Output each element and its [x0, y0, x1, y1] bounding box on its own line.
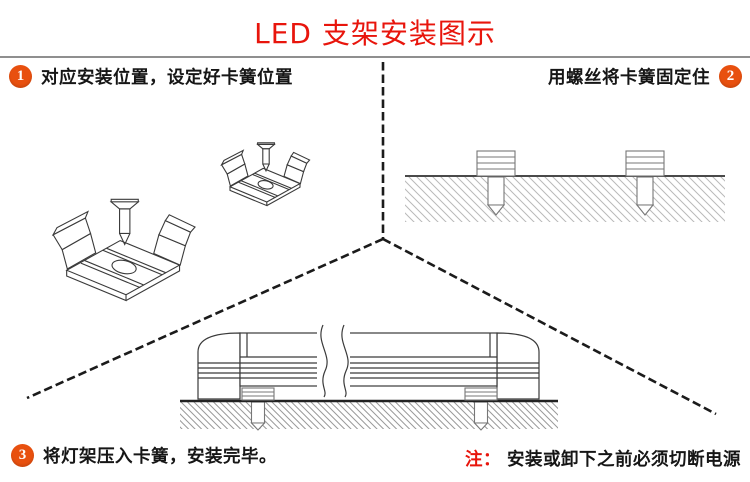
hatched-surface	[180, 402, 558, 429]
page-title: LED 支架安装图示	[254, 17, 496, 50]
header-divider	[0, 56, 750, 58]
screw-icon	[473, 401, 489, 431]
step2-number-badge: 2	[719, 65, 742, 88]
step3-illustration	[180, 324, 558, 431]
power-warning-note: 注： 安装或卸下之前必须切断电源	[465, 446, 741, 471]
step2-label: 用螺丝将卡簧固定住 2	[548, 64, 742, 89]
step1-number-badge: 1	[9, 65, 32, 88]
led-fixture	[197, 324, 540, 400]
step3-number-badge: 3	[11, 444, 34, 467]
step1-illustration	[52, 142, 310, 301]
fixture-end-cap-left	[197, 332, 241, 400]
step1-label: 1 对应安装位置，设定好卡簧位置	[9, 64, 293, 89]
right-diagonal-divider	[382, 237, 717, 416]
step2-text: 用螺丝将卡簧固定住	[548, 67, 710, 87]
step2-illustration	[405, 150, 725, 222]
step3-label: 3 将灯架压入卡簧，安装完毕。	[11, 443, 277, 468]
tube-break-gap	[317, 326, 350, 392]
fixture-end-cap-right	[496, 332, 540, 400]
fixture-body	[239, 332, 498, 387]
hatched-surface	[405, 177, 725, 222]
note-text: 安装或卸下之前必须切断电源	[507, 449, 741, 469]
screw-icon	[250, 401, 266, 431]
clip-icon	[241, 387, 275, 401]
clip-and-screw-icon-small	[221, 142, 310, 206]
clip-icon	[625, 150, 665, 177]
clip-and-screw-icon-large	[52, 198, 196, 301]
tube-break-line	[341, 324, 349, 398]
left-diagonal-divider	[26, 237, 384, 400]
step3-text: 将灯架压入卡簧，安装完毕。	[43, 446, 277, 466]
clip-icon	[476, 150, 516, 177]
clip-icon	[464, 387, 498, 401]
screw-icon	[486, 176, 506, 216]
divider-lines	[26, 62, 717, 416]
tube-break-line	[320, 324, 328, 398]
note-prefix: 注：	[465, 449, 501, 469]
step1-text: 对应安装位置，设定好卡簧位置	[41, 67, 293, 87]
